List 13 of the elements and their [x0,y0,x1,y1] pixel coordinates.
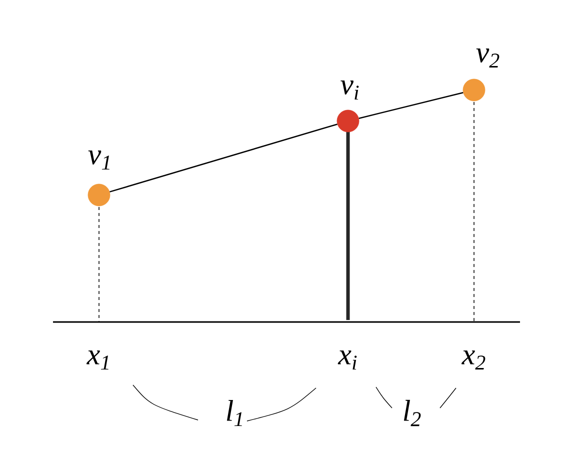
axis-label: x$_{2}$ [461,350,486,370]
axis-label: x$_{1}$ [86,350,108,370]
connecting-line [110,124,338,192]
node-label: v$_{i}$ [340,80,359,100]
node-label: v$_{2}$ [476,48,500,68]
length-label: l$_{2}$ [404,400,421,426]
length-label: l$_{1}$ [226,400,242,426]
data-point: v$_{1}$ [88,150,110,206]
node-label: v$_{1}$ [88,150,110,170]
axis-label: x$_{i}$ [338,350,357,370]
data-point: v$_{i}$ [336,80,360,132]
connecting-line [358,92,464,119]
data-point: v$_{2}$ [462,48,500,102]
